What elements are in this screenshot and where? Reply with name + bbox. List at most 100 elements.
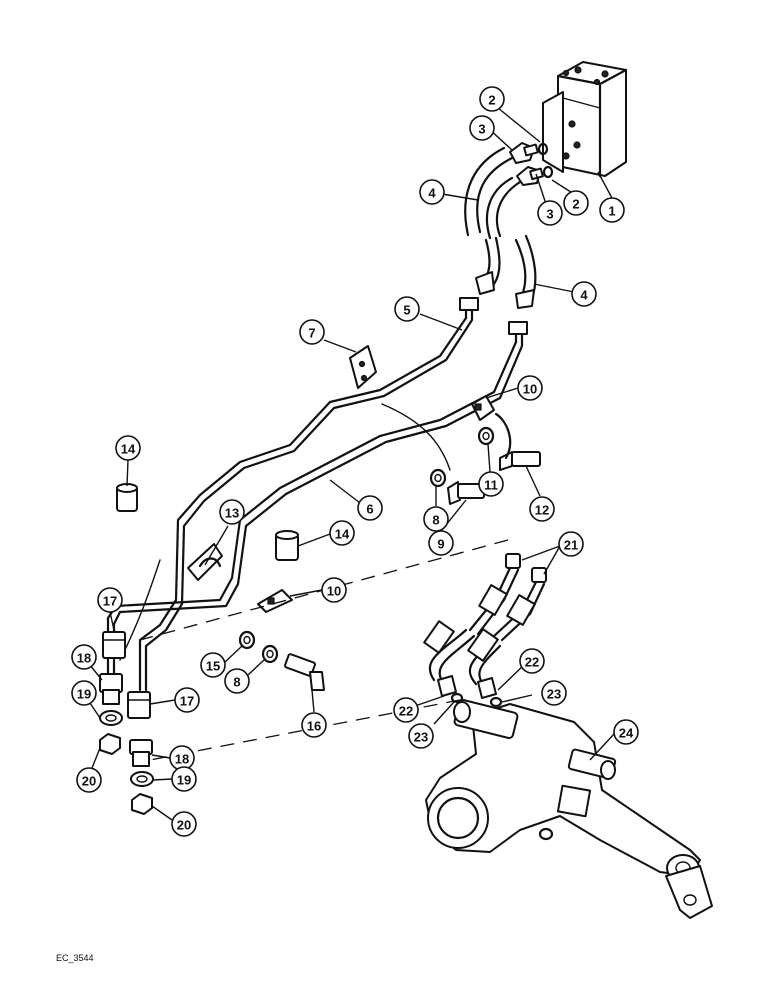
callout-14-lower: 14 <box>329 520 355 546</box>
svg-text:3: 3 <box>546 207 553 222</box>
callout-20-lower: 20 <box>171 811 197 837</box>
washer-8-lower <box>261 644 279 664</box>
adapter-17-lower <box>127 691 151 719</box>
callout-22-right: 22 <box>519 648 545 674</box>
adapter-17-upper <box>102 631 126 659</box>
pipe-clip-7 <box>349 345 377 389</box>
svg-text:16: 16 <box>307 719 321 734</box>
callout-20-upper: 20 <box>76 767 102 793</box>
svg-text:13: 13 <box>225 506 239 521</box>
svg-text:5: 5 <box>403 303 410 318</box>
callout-3-lower: 3 <box>537 200 563 226</box>
callout-19-upper: 19 <box>71 680 97 706</box>
valve-port-fittings <box>509 142 554 186</box>
svg-text:23: 23 <box>414 730 428 745</box>
flexible-hoses <box>464 146 537 309</box>
callout-7: 7 <box>299 319 325 345</box>
callout-23-right: 23 <box>541 680 567 706</box>
bolt-16 <box>284 653 325 691</box>
callout-2-upper: 2 <box>479 86 505 112</box>
svg-text:1: 1 <box>608 204 615 219</box>
orings-23 <box>450 692 503 708</box>
connector-18-upper <box>99 673 123 705</box>
hose-assemblies-21 <box>423 553 547 690</box>
callout-8-lower: 8 <box>224 668 250 694</box>
svg-text:22: 22 <box>399 704 413 719</box>
svg-text:7: 7 <box>308 326 315 341</box>
washer-11 <box>477 426 495 446</box>
svg-text:9: 9 <box>437 537 444 552</box>
svg-text:23: 23 <box>547 687 561 702</box>
front-axle-24 <box>425 698 713 919</box>
nut-20-upper <box>99 733 121 755</box>
svg-text:20: 20 <box>177 818 191 833</box>
callout-8-upper: 8 <box>423 506 449 532</box>
svg-text:14: 14 <box>335 527 350 542</box>
washer-19-upper <box>99 710 123 726</box>
svg-text:18: 18 <box>175 752 189 767</box>
callout-14-upper: 14 <box>115 435 141 461</box>
svg-text:20: 20 <box>82 774 96 789</box>
svg-text:22: 22 <box>525 655 539 670</box>
spacer-14-lower <box>275 530 299 561</box>
svg-text:4: 4 <box>428 186 436 201</box>
callout-5: 5 <box>394 296 420 322</box>
callout-10-upper: 10 <box>517 375 543 401</box>
bolt-12 <box>494 412 541 471</box>
svg-text:14: 14 <box>121 442 136 457</box>
callouts: 2 3 4 3 2 1 4 5 7 10 14 11 12 8 6 13 14 … <box>71 86 639 837</box>
callout-17-upper: 17 <box>97 587 123 613</box>
callout-22-left: 22 <box>393 697 419 723</box>
callout-11: 11 <box>478 471 504 497</box>
svg-text:18: 18 <box>77 651 91 666</box>
svg-text:11: 11 <box>484 478 498 493</box>
callout-2-lower: 2 <box>563 190 589 216</box>
svg-text:3: 3 <box>478 122 485 137</box>
callout-9: 9 <box>428 530 454 556</box>
svg-text:17: 17 <box>103 594 117 609</box>
callout-4-upper: 4 <box>419 179 445 205</box>
svg-text:21: 21 <box>564 538 578 553</box>
svg-text:2: 2 <box>572 197 579 212</box>
callout-12: 12 <box>529 496 555 522</box>
callout-19-lower: 19 <box>171 766 197 792</box>
svg-text:10: 10 <box>523 382 537 397</box>
pipe-clamp-10-lower <box>257 589 293 613</box>
callout-13: 13 <box>219 499 245 525</box>
callout-10-lower: 10 <box>321 577 347 603</box>
nut-20-lower <box>131 793 153 815</box>
svg-text:19: 19 <box>77 687 91 702</box>
svg-text:4: 4 <box>580 288 588 303</box>
washer-15 <box>238 630 256 650</box>
callout-23-left: 23 <box>408 723 434 749</box>
svg-text:8: 8 <box>432 513 439 528</box>
svg-text:17: 17 <box>180 694 194 709</box>
fittings-22 <box>437 675 497 699</box>
svg-text:12: 12 <box>535 503 549 518</box>
callout-15: 15 <box>200 652 226 678</box>
callout-18-lower: 18 <box>169 745 195 771</box>
connector-18-lower <box>129 739 153 767</box>
callout-18-upper: 18 <box>71 644 97 670</box>
steering-valve-block <box>542 61 628 178</box>
callout-24: 24 <box>613 719 639 745</box>
bolt-9 <box>447 481 485 505</box>
callout-21: 21 <box>558 531 584 557</box>
svg-text:10: 10 <box>327 584 341 599</box>
callout-16: 16 <box>301 712 327 738</box>
drawing-reference-code: EC_3544 <box>56 953 94 963</box>
washer-19-lower <box>130 771 154 787</box>
pipe-clamp-13 <box>187 543 223 581</box>
svg-text:19: 19 <box>177 773 191 788</box>
washer-8-upper <box>429 468 447 488</box>
spacer-14-upper <box>116 483 138 512</box>
callout-1: 1 <box>599 197 625 223</box>
pipe-clip-10-upper <box>471 395 495 421</box>
svg-text:24: 24 <box>619 726 634 741</box>
callout-17-lower: 17 <box>174 687 200 713</box>
svg-text:8: 8 <box>233 675 240 690</box>
svg-text:6: 6 <box>366 502 373 517</box>
callout-4-lower: 4 <box>571 281 597 307</box>
svg-text:15: 15 <box>206 659 220 674</box>
